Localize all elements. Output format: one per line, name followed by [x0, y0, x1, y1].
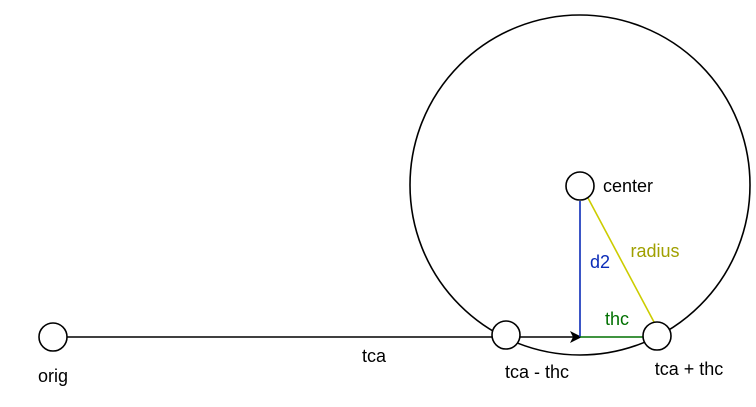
sphere-circle — [409, 14, 751, 356]
tca-plus-thc-point — [642, 321, 672, 351]
radius-label: radius — [630, 241, 679, 261]
orig-label: orig — [38, 366, 68, 386]
tca-minus-thc-label: tca - thc — [505, 362, 569, 382]
center-point — [565, 171, 595, 201]
thc-label: thc — [605, 309, 629, 329]
center-label: center — [603, 176, 653, 196]
tca-minus-thc-point — [491, 320, 521, 350]
tca-plus-thc-label: tca + thc — [655, 359, 724, 379]
d2-label: d2 — [590, 252, 610, 272]
radius-line — [587, 197, 655, 323]
orig-point — [38, 322, 68, 352]
tca-label: tca — [362, 346, 387, 366]
